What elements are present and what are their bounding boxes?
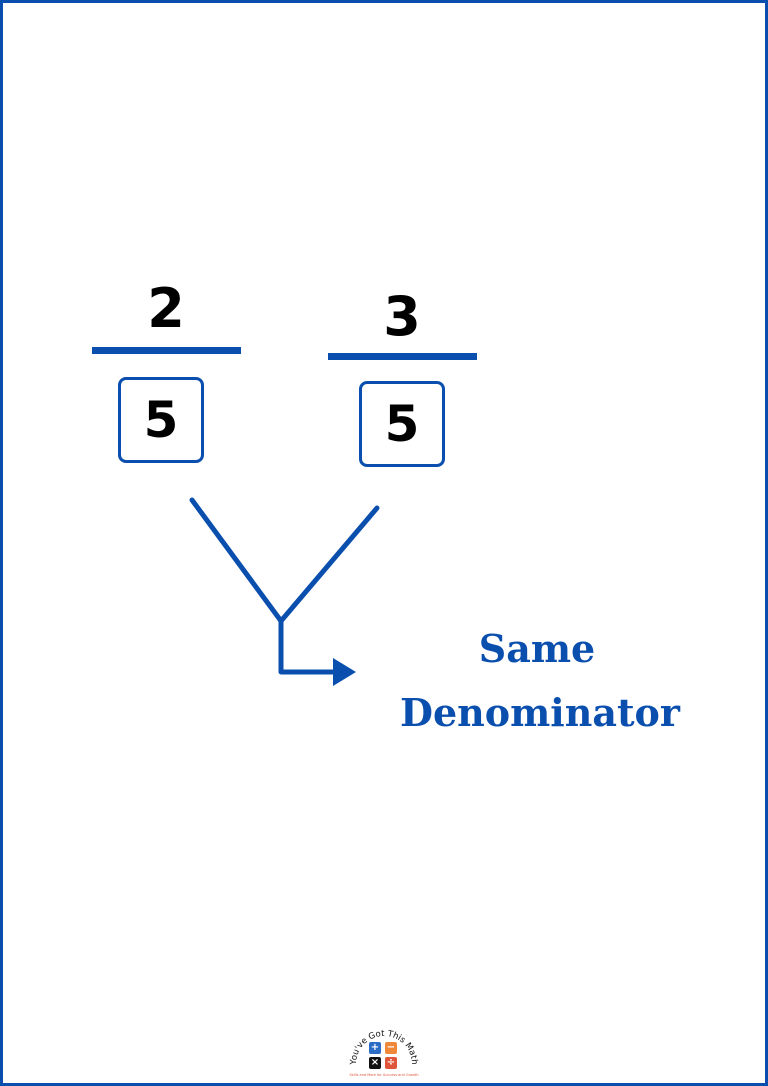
label-denominator: Denominator <box>400 690 680 735</box>
fraction-1-denominator: 5 <box>143 391 179 449</box>
times-tile-icon: × <box>369 1057 381 1069</box>
plus-tile-icon: + <box>369 1042 381 1054</box>
fraction-1-denominator-box: 5 <box>118 377 204 463</box>
arrowhead-icon <box>333 658 356 686</box>
fraction-2-denominator-box: 5 <box>359 381 445 467</box>
fraction-2-numerator: 3 <box>383 285 421 348</box>
fraction-2-bar <box>328 353 477 360</box>
fraction-1-numerator: 2 <box>147 277 185 340</box>
fraction-1-bar <box>92 347 241 354</box>
divide-tile-icon: ÷ <box>385 1057 397 1069</box>
svg-text:You've Got This Math: You've Got This Math <box>349 1029 419 1066</box>
connector-left-branch <box>189 497 284 624</box>
logo-arc-text: You've Got This Math <box>349 1029 419 1066</box>
brand-logo: You've Got This Math + − × ÷ Skills and … <box>344 1024 424 1082</box>
connector-right-branch <box>278 505 380 624</box>
label-same: Same <box>478 626 596 671</box>
logo-arc-label: You've Got This Math <box>349 1029 419 1066</box>
connector-stem <box>278 618 339 675</box>
minus-tile-icon: − <box>385 1042 397 1054</box>
fraction-2-denominator: 5 <box>384 395 420 453</box>
logo-tagline: Skills and More for Success and Growth <box>349 1073 419 1077</box>
